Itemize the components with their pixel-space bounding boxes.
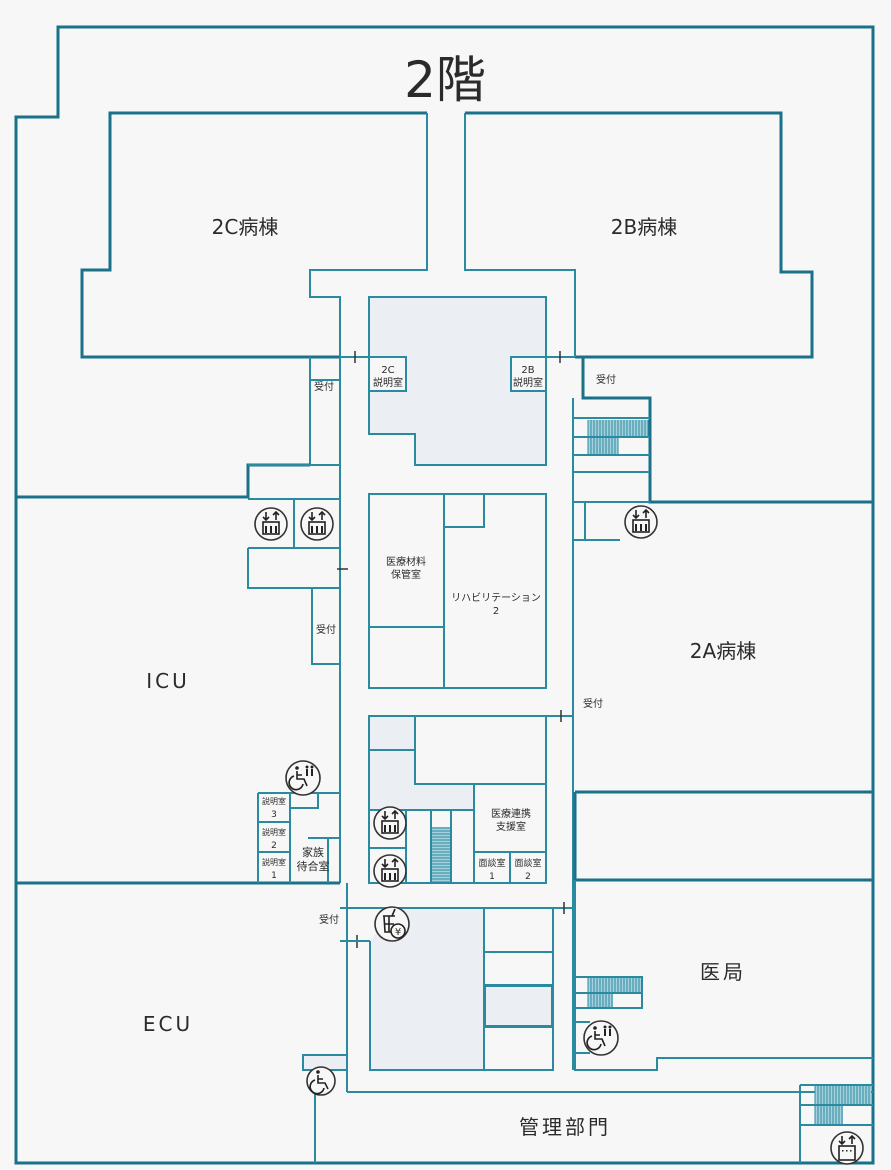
- service-elevator-icon: [830, 1131, 864, 1165]
- accessible-restroom-icon: [285, 760, 321, 796]
- reception-label: 受付: [596, 373, 616, 386]
- label-ward-2b: 2B病棟: [611, 215, 677, 239]
- room-family-line1: 家族: [302, 845, 324, 859]
- room-2c-explain-line2: 説明室: [373, 376, 403, 389]
- room-2c-explain-line1: 2C: [381, 365, 394, 376]
- elevator-icon: [373, 854, 407, 888]
- elevator-icon: [624, 505, 658, 539]
- label-ward-2c: 2C病棟: [212, 215, 279, 239]
- reception-label: 受付: [316, 623, 336, 636]
- rehab-block: [368, 493, 547, 689]
- room-rehab-line2: 2: [493, 606, 499, 617]
- room-materials-line1: 医療材料: [386, 555, 426, 568]
- elevator-icon: [373, 806, 407, 840]
- reception-label: 受付: [314, 380, 334, 393]
- coop-shaded: [368, 715, 475, 811]
- room-explain1-line2: 1: [271, 871, 277, 881]
- room-explain2-line1: 説明室: [262, 827, 286, 837]
- room-explain3-line1: 説明室: [262, 796, 286, 806]
- room-interview1-line1: 面談室: [478, 857, 505, 869]
- label-medical-office: 医局: [700, 960, 746, 984]
- reception-label: 受付: [583, 697, 603, 710]
- room-interview2-line1: 面談室: [514, 857, 541, 869]
- room-interview1-line2: 1: [489, 872, 495, 882]
- wheelchair-icon: [306, 1066, 336, 1096]
- room-rehab-line1: リハビリテーション: [451, 592, 541, 604]
- room-2b-explain-line1: 2B: [521, 365, 534, 376]
- label-administration: 管理部門: [519, 1115, 611, 1139]
- central-shaded-block: [368, 296, 547, 466]
- ward-2b-outline: [465, 111, 814, 359]
- room-explain3-line2: 3: [271, 810, 277, 820]
- room-family-line2: 待合室: [297, 859, 330, 873]
- reception-label: 受付: [319, 913, 339, 926]
- room-coop-line2: 支援室: [496, 820, 526, 833]
- room-2b-explain-line2: 説明室: [513, 376, 543, 389]
- outer-wall: [14, 25, 875, 1165]
- floor-title: 2階: [404, 51, 486, 109]
- vending-machine-icon: [374, 906, 410, 942]
- elevator-icon: [254, 507, 288, 541]
- label-ward-2a: 2A病棟: [690, 639, 756, 663]
- accessible-restroom-icon: [583, 1020, 619, 1056]
- elevator-icon: [300, 507, 334, 541]
- room-interview2-line2: 2: [525, 872, 531, 882]
- room-explain1-line1: 説明室: [262, 857, 286, 867]
- ward-2c-outline: [80, 111, 427, 359]
- room-materials-line2: 保管室: [391, 568, 421, 581]
- label-ecu: ECU: [143, 1012, 193, 1036]
- label-icu: ICU: [146, 669, 190, 693]
- room-coop-line1: 医療連携: [491, 807, 531, 820]
- room-explain2-line2: 2: [271, 841, 277, 851]
